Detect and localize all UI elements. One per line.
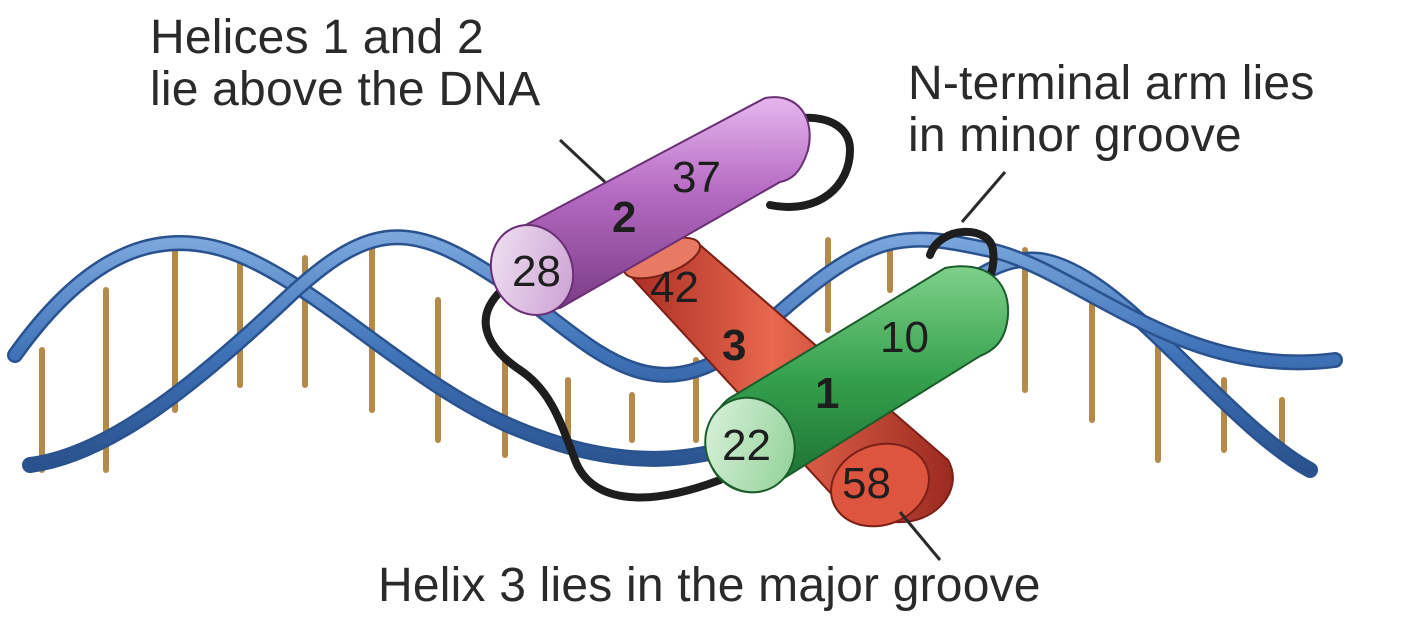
helix2-end-residue: 37	[672, 153, 721, 202]
helices-1-2-caption: Helices 1 and 2 lie above the DNA	[150, 12, 540, 116]
helices-caption-line2: lie above the DNA	[150, 64, 540, 116]
helix3-end-residue: 58	[842, 459, 891, 508]
helices-caption-line1: Helices 1 and 2	[150, 12, 540, 64]
helix1-start-residue: 22	[722, 421, 771, 470]
helix2-number: 2	[612, 193, 636, 242]
helix-3-caption: Helix 3 lies in the major groove	[378, 560, 1041, 612]
helix1-end-residue: 10	[880, 313, 929, 362]
helix3-start-residue: 42	[650, 263, 699, 312]
nterm-caption-line1: N-terminal arm lies	[908, 58, 1315, 110]
helix3-number: 3	[722, 321, 746, 370]
helix2-start-residue: 28	[512, 247, 561, 296]
helix1-number: 1	[815, 369, 839, 418]
helix3-caption-text: Helix 3 lies in the major groove	[378, 560, 1041, 612]
nterm-caption-line2: in minor groove	[908, 110, 1315, 162]
n-terminal-arm-caption: N-terminal arm lies in minor groove	[908, 58, 1315, 162]
